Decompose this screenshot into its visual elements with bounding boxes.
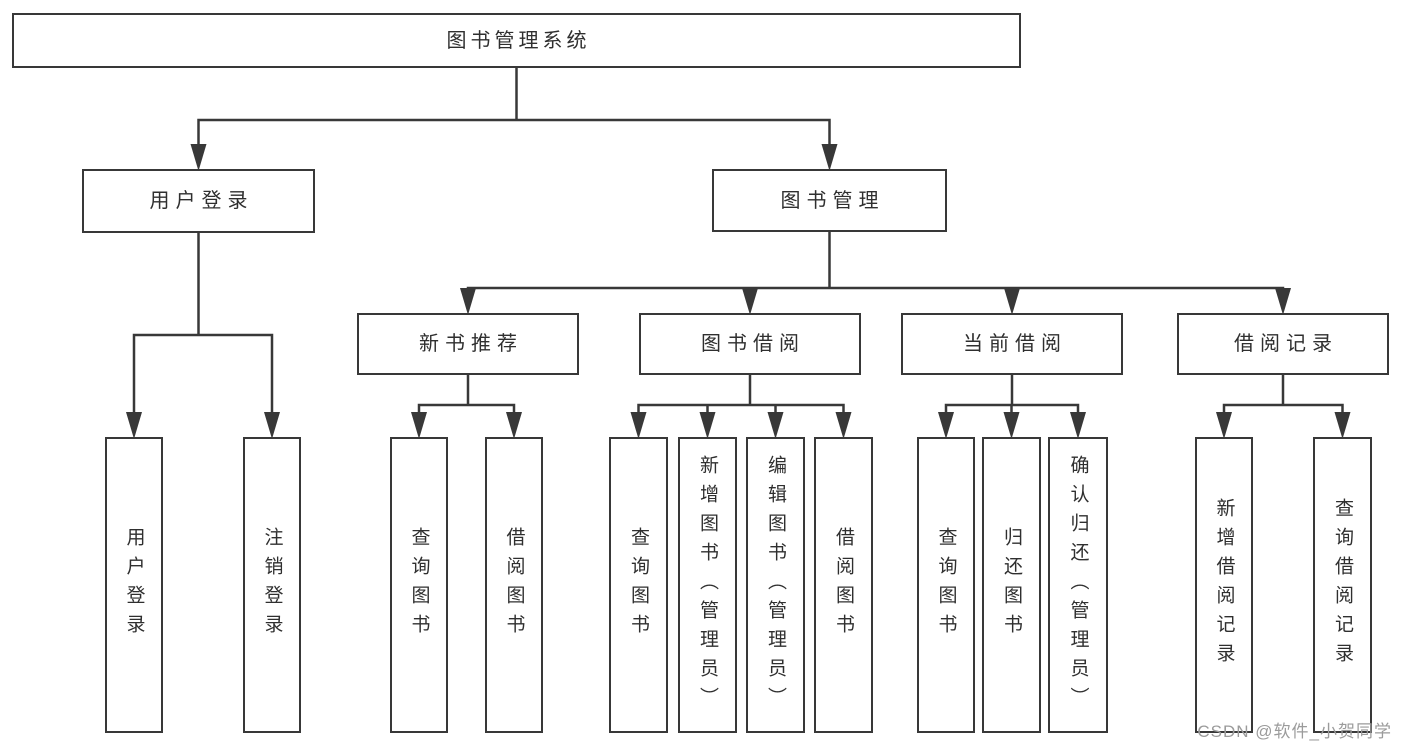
node-logout: 注销登录: [243, 437, 301, 733]
node-borrow-record: 借阅记录: [1177, 313, 1389, 375]
node-label: 图书管理系统: [446, 29, 591, 52]
node-label: 借阅图书: [503, 527, 525, 643]
connector-book-borrow: [637, 373, 845, 417]
arrowhead: [506, 412, 522, 439]
connector-mgmt: [466, 230, 1285, 293]
node-add-borrow-record: 新增借阅记录: [1195, 437, 1253, 733]
arrowhead: [1334, 412, 1351, 439]
arrowhead: [1003, 412, 1020, 439]
node-label: 当前借阅: [963, 333, 1067, 355]
arrowhead: [264, 412, 280, 439]
arrowhead: [630, 412, 647, 439]
node-label: 查询图书: [628, 527, 649, 643]
arrowhead: [699, 412, 716, 439]
node-label: 确认归还（管理员）: [1067, 454, 1089, 716]
connector-current-borrow: [944, 373, 1080, 417]
node-label: 用户登录: [123, 527, 145, 643]
node-label: 新增借阅记录: [1213, 498, 1235, 672]
node-label: 查询借阅记录: [1332, 498, 1353, 672]
node-edit-book: 编辑图书（管理员）: [746, 437, 805, 733]
arrowhead: [460, 288, 476, 315]
node-mgmt: 图书管理: [712, 169, 947, 232]
node-query-borrow-record: 查询借阅记录: [1313, 437, 1372, 733]
node-current-borrow: 当前借阅: [901, 313, 1123, 375]
node-label: 借阅记录: [1234, 333, 1338, 355]
node-return-book: 归还图书: [982, 437, 1041, 733]
node-add-book: 新增图书（管理员）: [678, 437, 737, 733]
arrowhead: [1070, 412, 1086, 439]
node-label: 借阅图书: [833, 527, 854, 643]
node-confirm-return: 确认归还（管理员）: [1048, 437, 1108, 733]
node-label: 用户登录: [149, 190, 254, 212]
node-label: 图书管理: [780, 189, 885, 212]
node-book-borrow: 图书借阅: [639, 313, 861, 375]
node-label: 新增图书（管理员）: [697, 454, 718, 716]
connector-root: [197, 66, 831, 149]
node-root: 图书管理系统: [12, 13, 1021, 68]
connector-new-rec: [417, 373, 516, 417]
node-new-rec: 新书推荐: [357, 313, 579, 375]
arrowhead: [767, 412, 784, 439]
node-query-book-2: 查询图书: [609, 437, 668, 733]
node-login: 用户登录: [82, 169, 315, 233]
arrowhead: [1275, 288, 1291, 315]
arrowhead: [1004, 288, 1020, 315]
node-label: 归还图书: [1001, 527, 1022, 643]
arrowhead: [411, 412, 427, 439]
node-label: 查询图书: [408, 527, 430, 643]
arrowhead: [1216, 412, 1232, 439]
node-label: 新书推荐: [419, 333, 523, 355]
node-query-book-3: 查询图书: [917, 437, 975, 733]
arrowhead: [190, 144, 207, 171]
arrowhead: [938, 412, 954, 439]
arrowhead: [742, 288, 758, 315]
node-label: 图书借阅: [701, 333, 805, 355]
arrowhead: [821, 144, 838, 171]
node-label: 注销登录: [261, 527, 283, 643]
node-borrow-book-2: 借阅图书: [814, 437, 873, 733]
connector-login: [132, 231, 274, 417]
node-label: 查询图书: [935, 527, 957, 643]
node-user-login: 用户登录: [105, 437, 163, 733]
arrowhead: [126, 412, 142, 439]
connector-borrow-record: [1222, 373, 1344, 417]
arrowhead: [835, 412, 852, 439]
watermark: CSDN @软件_小贺同学: [1197, 722, 1392, 741]
node-query-book-1: 查询图书: [390, 437, 448, 733]
node-borrow-book-1: 借阅图书: [485, 437, 543, 733]
node-label: 编辑图书（管理员）: [765, 454, 786, 716]
